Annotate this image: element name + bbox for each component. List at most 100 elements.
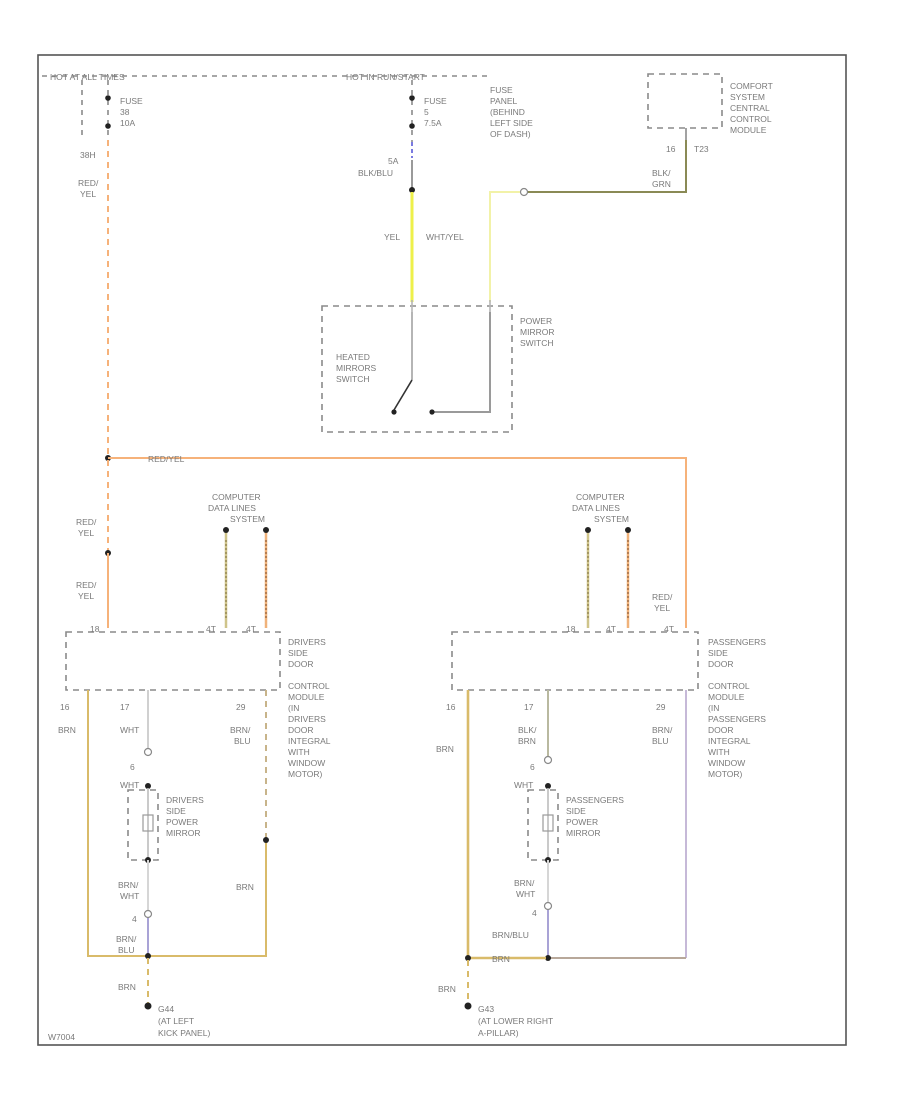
drv-wire-brn-29-label: BRN bbox=[236, 882, 254, 892]
drv-red-yel-1a: RED/ bbox=[76, 517, 97, 527]
footer-code: W7004 bbox=[48, 1032, 75, 1042]
pass-ground-point bbox=[464, 1002, 472, 1010]
pass-brn-wht-label-b: WHT bbox=[516, 889, 535, 899]
comfort-label-1: COMFORT bbox=[730, 81, 773, 91]
comfort-wire-label-1: BLK/ bbox=[652, 168, 671, 178]
drv-label-6: (IN bbox=[288, 703, 299, 713]
pass-mirror-label-4: MIRROR bbox=[566, 828, 600, 838]
drv-mirror-label-3: POWER bbox=[166, 817, 198, 827]
drv-label-8: DOOR bbox=[288, 725, 314, 735]
drv-label-5: MODULE bbox=[288, 692, 325, 702]
hot-in-run-start-label: HOT IN RUN/START bbox=[346, 72, 425, 82]
drv-wire-16-label: BRN bbox=[58, 725, 76, 735]
drv-ground-point bbox=[144, 1002, 152, 1010]
cdl-left-dot-b bbox=[263, 527, 269, 533]
comfort-pin-number: 16 bbox=[666, 144, 676, 154]
left-fuse-line1: FUSE bbox=[120, 96, 143, 106]
drv-pin-top-4t-b: 4T bbox=[246, 624, 256, 634]
cdl-left-3: SYSTEM bbox=[230, 514, 265, 524]
comfort-module-box bbox=[647, 73, 723, 129]
cdl-right-dot-a bbox=[585, 527, 591, 533]
drv-pin-bottom-29: 29 bbox=[236, 702, 246, 712]
pass-mirror-dot-top bbox=[545, 783, 551, 789]
pass-brn-splice bbox=[465, 955, 471, 961]
driver-door-module-box bbox=[65, 631, 281, 691]
drv-label-10: WITH bbox=[288, 747, 310, 757]
pass-brn-blu-label: BRN/BLU bbox=[492, 930, 529, 940]
pass-label-4: CONTROL bbox=[708, 681, 750, 691]
left-fuse-dot-bottom bbox=[105, 123, 111, 129]
cdl-left-dot-a bbox=[223, 527, 229, 533]
drv-red-yel-2a: RED/ bbox=[76, 580, 97, 590]
comfort-wire-label-2: GRN bbox=[652, 179, 671, 189]
left-fuse-pin-label: 38H bbox=[80, 150, 96, 160]
pass-pin-bottom-17: 17 bbox=[524, 702, 534, 712]
drv-ground-label-1: G44 bbox=[158, 1004, 174, 1014]
fuse-panel-label-1: FUSE bbox=[490, 85, 513, 95]
pass-mirror-element bbox=[542, 814, 554, 832]
heated-switch-blade bbox=[393, 379, 413, 411]
drv-label-2: SIDE bbox=[288, 648, 308, 658]
drv-label-11: WINDOW bbox=[288, 758, 325, 768]
red-yel-horizontal-label: RED/YEL bbox=[148, 454, 185, 464]
pass-wire-16-label: BRN bbox=[436, 744, 454, 754]
pass-conn-wht: WHT bbox=[514, 780, 533, 790]
drv-pin-top-18: 18 bbox=[90, 624, 100, 634]
cdl-right-2: DATA LINES bbox=[572, 503, 620, 513]
drv-ground-label-3: KICK PANEL) bbox=[158, 1028, 210, 1038]
drv-conn-wht: WHT bbox=[120, 780, 139, 790]
fuse5-wire-label: BLK/BLU bbox=[358, 168, 393, 178]
pass-label-11: WINDOW bbox=[708, 758, 745, 768]
pass-mirror-label-1: PASSENGERS bbox=[566, 795, 624, 805]
drv-brn-wht-label-a: BRN/ bbox=[118, 880, 139, 890]
pass-label-1: PASSENGERS bbox=[708, 637, 766, 647]
pass-red-yel-b: YEL bbox=[654, 603, 670, 613]
drv-label-1: DRIVERS bbox=[288, 637, 326, 647]
drv-mirror-dot-top bbox=[145, 783, 151, 789]
comfort-label-5: MODULE bbox=[730, 125, 767, 135]
yel-wire-label: YEL bbox=[384, 232, 400, 242]
mid-fuse-line2: 5 bbox=[424, 107, 429, 117]
pass-wire-29-label-b: BLU bbox=[652, 736, 669, 746]
switch-contact-dot-b bbox=[391, 409, 397, 415]
pass-mirror-label-3: POWER bbox=[566, 817, 598, 827]
power-mirror-switch-label-2: MIRROR bbox=[520, 327, 554, 337]
drv-mirror-label-4: MIRROR bbox=[166, 828, 200, 838]
wht-yel-wire bbox=[489, 191, 520, 302]
pass-brn-blu-splice bbox=[545, 955, 551, 961]
fuse-panel-label-5: OF DASH) bbox=[490, 129, 531, 139]
mid-fuse-dot-top bbox=[409, 95, 415, 101]
pass-mirror-label-2: SIDE bbox=[566, 806, 586, 816]
drv-mirror-label-1: DRIVERS bbox=[166, 795, 204, 805]
hot-at-all-times-label: HOT AT ALL TIMES bbox=[50, 72, 125, 82]
pass-ground-label-1: G43 bbox=[478, 1004, 494, 1014]
cdl-left-2: DATA LINES bbox=[208, 503, 256, 513]
fuse-panel-label-4: LEFT SIDE bbox=[490, 118, 533, 128]
pass-label-2: SIDE bbox=[708, 648, 728, 658]
pass-ground-label-3: A-PILLAR) bbox=[478, 1028, 519, 1038]
heated-mirrors-switch-label-2: MIRRORS bbox=[336, 363, 376, 373]
pass-label-5: MODULE bbox=[708, 692, 745, 702]
drv-label-7: DRIVERS bbox=[288, 714, 326, 724]
pass-brn-horizontal-label: BRN bbox=[492, 954, 510, 964]
comfort-label-4: CONTROL bbox=[730, 114, 772, 124]
wht-yel-wire-label: WHT/YEL bbox=[426, 232, 464, 242]
drv-ground-wire-label: BRN bbox=[118, 982, 136, 992]
fuse5-pin-label: 5A bbox=[388, 156, 399, 166]
drv-29-dot bbox=[263, 837, 269, 843]
fuse-panel-label-2: PANEL bbox=[490, 96, 518, 106]
left-wire-label-1: RED/ bbox=[78, 178, 99, 188]
pass-conn4-label: 4 bbox=[532, 908, 537, 918]
drv-mirror-element bbox=[142, 814, 154, 832]
pass-red-yel-a: RED/ bbox=[652, 592, 673, 602]
drv-pin-bottom-17: 17 bbox=[120, 702, 130, 712]
drv-ground-splice bbox=[145, 953, 151, 959]
power-mirror-switch-box bbox=[321, 305, 513, 433]
drv-brn-blu-label-a: BRN/ bbox=[116, 934, 137, 944]
mid-fuse-dot-bottom bbox=[409, 123, 415, 129]
pass-label-7: PASSENGERS bbox=[708, 714, 766, 724]
drv-label-12: MOTOR) bbox=[288, 769, 322, 779]
switch-return-wire bbox=[432, 312, 491, 413]
pass-wire-17-label-b: BRN bbox=[518, 736, 536, 746]
drv-wire-29-label-b: BLU bbox=[234, 736, 251, 746]
